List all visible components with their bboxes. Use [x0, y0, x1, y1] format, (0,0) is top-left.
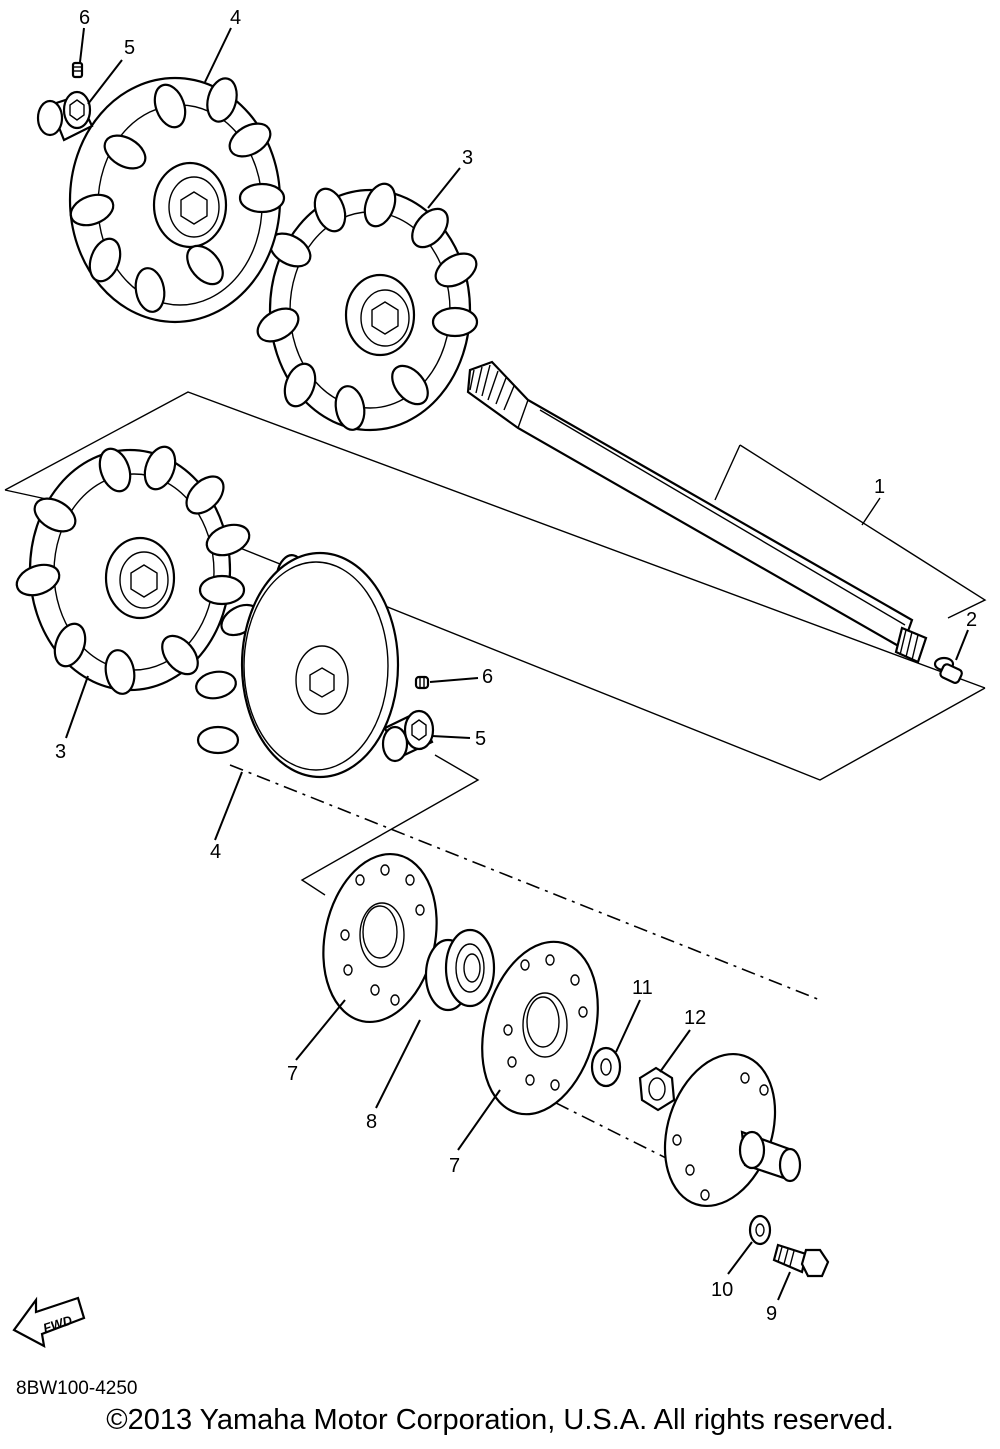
copyright-notice: ©2013 Yamaha Motor Corporation, U.S.A. A… [106, 1404, 894, 1436]
callout-10: 10 [711, 1279, 733, 1301]
drive-hub [663, 1052, 802, 1208]
lock-washer [748, 1214, 772, 1246]
callout-7-right: 7 [449, 1155, 460, 1177]
sprocket-upper [256, 182, 479, 432]
callout-8: 8 [366, 1111, 377, 1133]
callout-labels: 1 2 3 3 4 4 5 5 6 6 7 7 8 9 10 11 12 [55, 7, 977, 1325]
set-screw-upper [71, 61, 84, 79]
leader-lines [65, 27, 969, 1301]
fwd-arrow-icon: FWD [12, 1296, 86, 1349]
callout-4-top: 4 [230, 7, 241, 29]
callout-6-top: 6 [79, 7, 90, 29]
callout-3-top: 3 [462, 147, 473, 169]
idler-wheel-lower [195, 551, 400, 779]
drive-shaft [466, 360, 928, 664]
catalog-code: 8BW100-4250 [16, 1378, 138, 1399]
callout-5-mid: 5 [475, 728, 486, 750]
bearing-plate-left [322, 852, 438, 1024]
assembly-bracket [4, 391, 987, 781]
callout-1: 1 [874, 476, 885, 498]
collar-upper [36, 90, 94, 142]
callout-7-left: 7 [287, 1063, 298, 1085]
sprocket-lower [15, 445, 251, 695]
callout-6-mid: 6 [482, 666, 493, 688]
callout-11: 11 [632, 977, 653, 999]
bolt [772, 1243, 830, 1278]
washer [590, 1046, 622, 1088]
bearing [424, 928, 496, 1012]
callout-4-mid: 4 [210, 841, 221, 863]
bearing-plate-right [481, 940, 599, 1116]
callout-5-top: 5 [124, 37, 135, 59]
callout-3-left: 3 [55, 741, 66, 763]
callout-12: 12 [684, 1007, 706, 1029]
callout-9: 9 [766, 1303, 777, 1325]
set-screw-lower [414, 675, 430, 690]
idler-wheel-upper [68, 76, 286, 324]
collar-lower [381, 709, 435, 763]
plug [933, 656, 963, 684]
callout-2: 2 [966, 609, 977, 631]
nut [638, 1066, 676, 1112]
